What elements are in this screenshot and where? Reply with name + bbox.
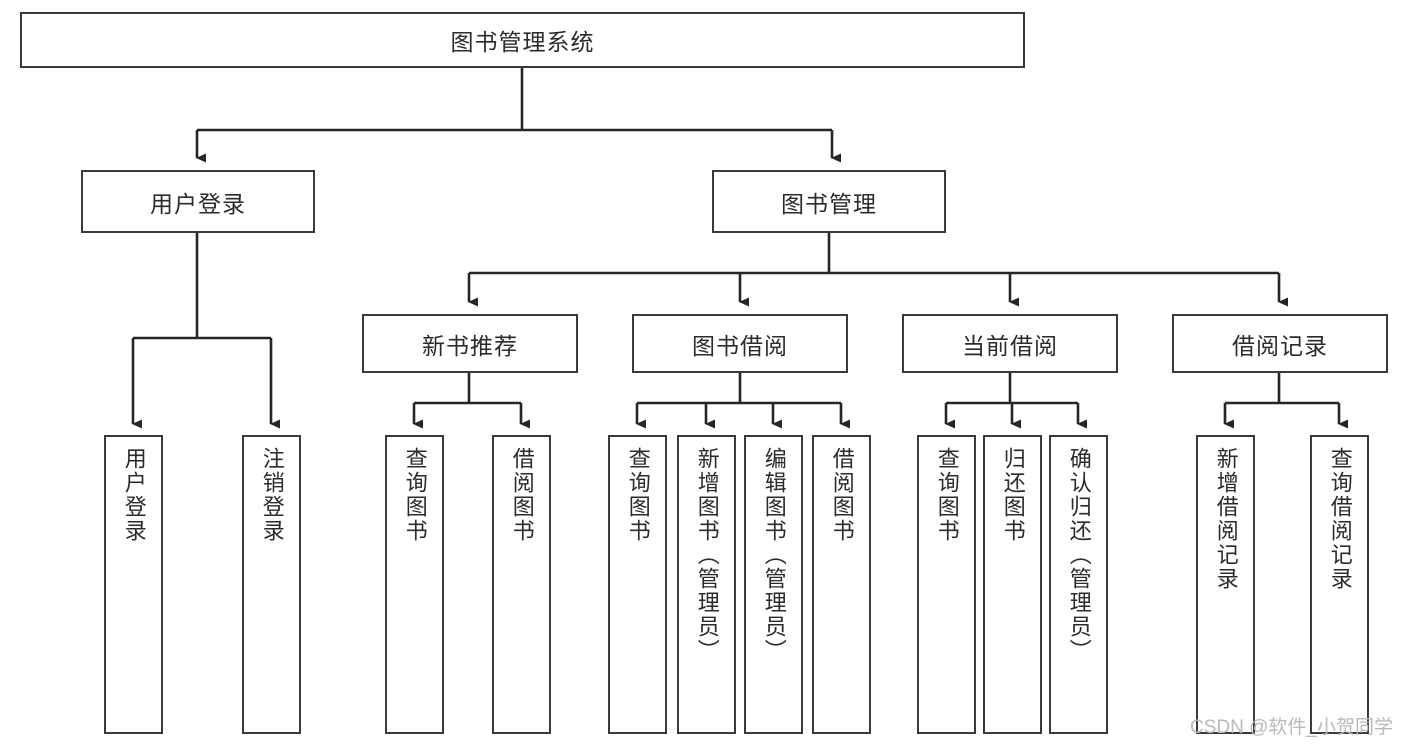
node-borrow-record[interactable]: 借阅记录 — [1172, 314, 1388, 373]
node-book-borrow[interactable]: 图书借阅 — [632, 314, 848, 373]
leaf-return-book[interactable]: 归还图书 — [983, 435, 1042, 734]
node-borrow-record-label: 借阅记录 — [1232, 332, 1328, 359]
leaf-add-book-admin-label: 新增图书（管理员） — [694, 447, 720, 663]
node-root[interactable]: 图书管理系统 — [20, 12, 1025, 68]
leaf-query-book-current[interactable]: 查询图书 — [917, 435, 976, 734]
leaf-return-book-label: 归还图书 — [1000, 447, 1026, 543]
leaf-query-book-new-label: 查询图书 — [402, 447, 428, 543]
node-new-book-recommend-label: 新书推荐 — [422, 332, 518, 359]
leaf-add-book-admin[interactable]: 新增图书（管理员） — [677, 435, 736, 734]
leaf-confirm-return-admin-label: 确认归还（管理员） — [1066, 447, 1092, 663]
leaf-borrow-book-label: 借阅图书 — [829, 447, 855, 543]
node-book-management-label: 图书管理 — [781, 190, 877, 217]
leaf-logout[interactable]: 注销登录 — [242, 435, 301, 734]
leaf-confirm-return-admin[interactable]: 确认归还（管理员） — [1049, 435, 1108, 734]
node-new-book-recommend[interactable]: 新书推荐 — [362, 314, 578, 373]
leaf-logout-label: 注销登录 — [259, 447, 285, 543]
node-user-login[interactable]: 用户登录 — [81, 170, 315, 233]
leaf-borrow-book-new[interactable]: 借阅图书 — [492, 435, 551, 734]
node-user-login-label: 用户登录 — [150, 190, 246, 217]
leaf-add-borrow-record-label: 新增借阅记录 — [1213, 447, 1239, 591]
node-current-borrow-label: 当前借阅 — [962, 332, 1058, 359]
leaf-query-book-borrow-label: 查询图书 — [625, 447, 651, 543]
node-book-management[interactable]: 图书管理 — [712, 170, 946, 233]
leaf-user-login[interactable]: 用户登录 — [104, 435, 163, 734]
leaf-borrow-book-new-label: 借阅图书 — [509, 447, 535, 543]
node-book-borrow-label: 图书借阅 — [692, 332, 788, 359]
leaf-edit-book-admin[interactable]: 编辑图书（管理员） — [744, 435, 803, 734]
leaf-query-book-new[interactable]: 查询图书 — [385, 435, 444, 734]
leaf-edit-book-admin-label: 编辑图书（管理员） — [761, 447, 787, 663]
leaf-query-borrow-record[interactable]: 查询借阅记录 — [1310, 435, 1369, 734]
leaf-borrow-book[interactable]: 借阅图书 — [812, 435, 871, 734]
watermark: CSDN @软件_小贺同学 — [1190, 717, 1393, 738]
leaf-user-login-label: 用户登录 — [121, 447, 147, 543]
leaf-add-borrow-record[interactable]: 新增借阅记录 — [1196, 435, 1255, 734]
node-root-label: 图书管理系统 — [450, 29, 595, 55]
node-current-borrow[interactable]: 当前借阅 — [902, 314, 1118, 373]
leaf-query-book-borrow[interactable]: 查询图书 — [608, 435, 667, 734]
leaf-query-book-current-label: 查询图书 — [934, 447, 960, 543]
leaf-query-borrow-record-label: 查询借阅记录 — [1327, 447, 1353, 591]
